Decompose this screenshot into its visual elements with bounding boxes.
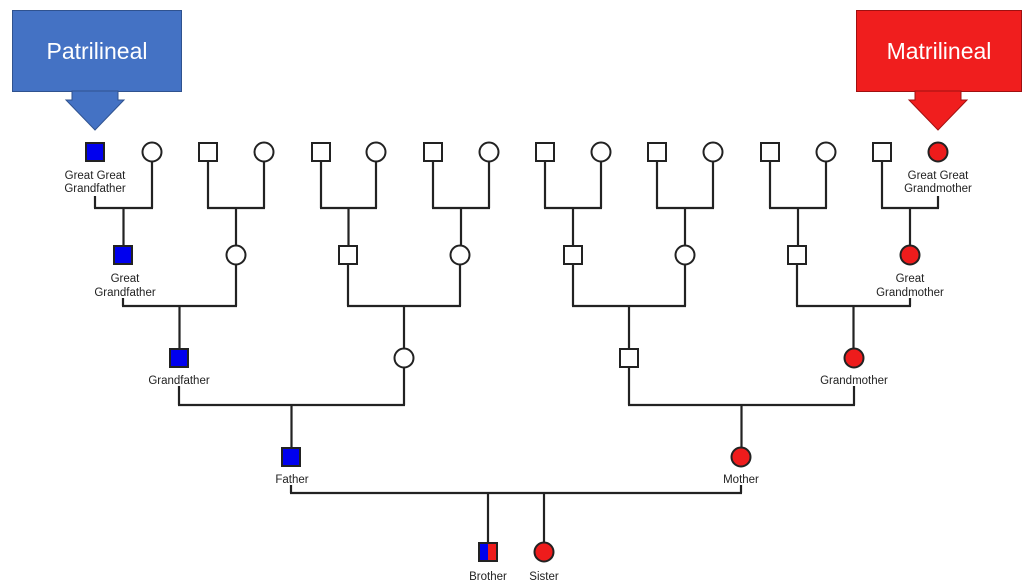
brother-label: Brother: [469, 571, 507, 583]
female-ancestor-node: [365, 141, 387, 163]
grandfather-label: Grandfather: [148, 375, 210, 387]
patrilineal-label: Patrilineal: [46, 37, 148, 64]
patrilineal-arrow-icon: [64, 90, 126, 131]
female-ancestor-node: [225, 244, 247, 266]
great-grandmother-label: Grandmother: [876, 287, 944, 299]
great-great-grandmother-label: Great Great: [908, 170, 970, 182]
male-ancestor-node: [619, 348, 639, 368]
female-ancestor-node: [449, 244, 471, 266]
female-ancestor-node: [141, 141, 163, 163]
female-ancestor-node: [674, 244, 696, 266]
matrilineal-arrow-icon: [907, 90, 969, 131]
male-ancestor-node: [563, 245, 583, 265]
male-ancestor-node: [872, 142, 892, 162]
matrilineal-label: Matrilineal: [886, 37, 992, 64]
father-node: [281, 447, 301, 467]
female-ancestor-node: [253, 141, 275, 163]
male-ancestor-node: [787, 245, 807, 265]
great-great-grandmother-node: [927, 141, 949, 163]
great-great-grandfather-label: Grandfather: [64, 183, 126, 195]
female-ancestor-node: [478, 141, 500, 163]
male-ancestor-node: [311, 142, 331, 162]
male-ancestor-node: [535, 142, 555, 162]
mother-label: Mother: [723, 474, 759, 486]
father-label: Father: [275, 474, 308, 486]
great-great-grandmother-label: Grandmother: [904, 183, 972, 195]
great-great-grandfather-node: [85, 142, 105, 162]
grandmother-node: [843, 347, 865, 369]
grandmother-label: Grandmother: [820, 375, 888, 387]
female-ancestor-node: [702, 141, 724, 163]
brother-node: [478, 542, 498, 562]
grandfather-node: [169, 348, 189, 368]
great-grandmother-label: Great: [896, 273, 926, 285]
female-ancestor-node: [393, 347, 415, 369]
great-grandfather-label: Grandfather: [94, 287, 156, 299]
sister-label: Sister: [529, 571, 559, 583]
brother-node-right: [488, 543, 497, 561]
sister-node: [533, 541, 555, 563]
great-grandmother-node: [899, 244, 921, 266]
brother-node-left: [479, 543, 488, 561]
great-grandfather-label: Great: [111, 273, 141, 285]
female-ancestor-node: [815, 141, 837, 163]
male-ancestor-node: [338, 245, 358, 265]
female-ancestor-node: [590, 141, 612, 163]
male-ancestor-node: [647, 142, 667, 162]
great-great-grandfather-label: Great Great: [65, 170, 127, 182]
mother-node: [730, 446, 752, 468]
male-ancestor-node: [198, 142, 218, 162]
great-grandfather-node: [113, 245, 133, 265]
male-ancestor-node: [423, 142, 443, 162]
patrilineal-callout: Patrilineal: [12, 10, 182, 92]
male-ancestor-node: [760, 142, 780, 162]
